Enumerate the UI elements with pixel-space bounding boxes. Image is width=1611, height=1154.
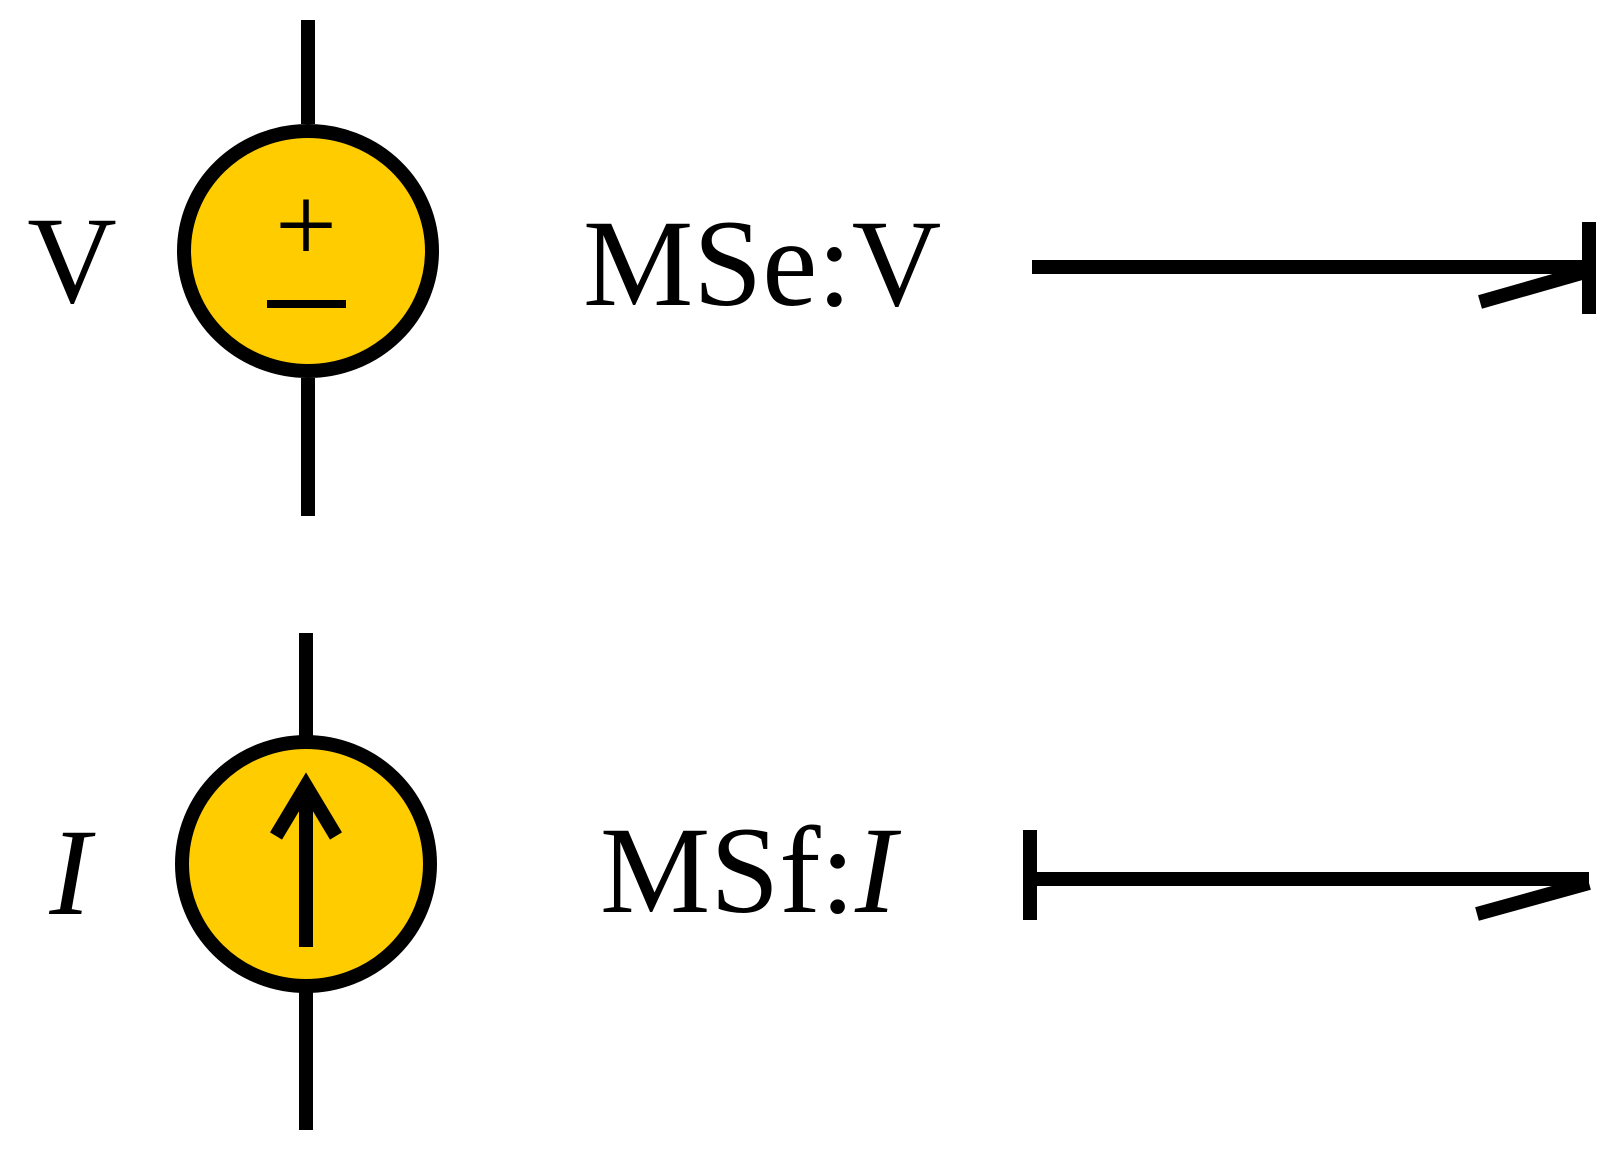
voltage-source-half-arrow — [1478, 265, 1587, 309]
current-source-label-prefix: MSf: — [600, 802, 855, 939]
current-source-label-variable: I — [854, 802, 902, 939]
current-source-symbol — [175, 633, 437, 1130]
voltage-source-circle — [177, 124, 439, 378]
voltage-source-bond-arrow — [1032, 222, 1596, 314]
voltage-source-symbol-label: V — [27, 192, 117, 329]
voltage-source-symbol: + — [177, 20, 439, 516]
current-source-bond-arrow — [1023, 830, 1591, 921]
current-source-bond-graph-label: MSf:I — [600, 802, 902, 939]
voltage-source-plus-sign: + — [275, 164, 337, 286]
current-source-half-arrow — [1475, 876, 1591, 921]
current-source-arrowhead — [269, 772, 343, 840]
current-source-symbol-label: I — [48, 804, 96, 941]
voltage-source-bond-graph-label: MSe:V — [583, 195, 941, 332]
